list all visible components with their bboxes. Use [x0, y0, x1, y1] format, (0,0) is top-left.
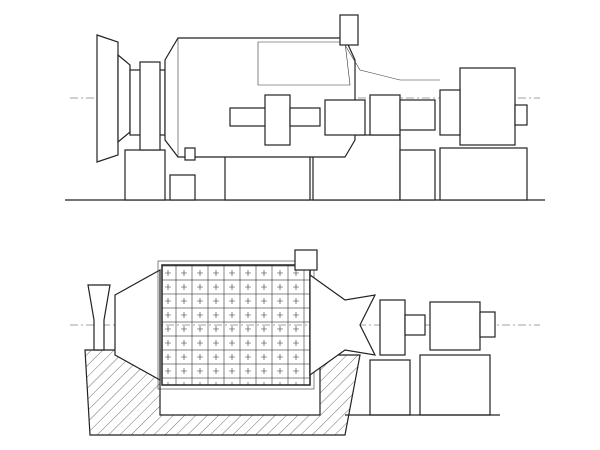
- drive-gear-disc: [96, 34, 166, 163]
- discharge-end: [294, 249, 377, 377]
- mill-shell: [164, 37, 356, 161]
- bottom-section-view: [70, 249, 540, 436]
- motor: [439, 67, 528, 146]
- pinion-shaft: [229, 94, 436, 146]
- feed-end: [87, 268, 161, 382]
- top-elevation-view: [65, 14, 545, 201]
- drive-unit: [369, 299, 496, 416]
- feed-chute: [339, 14, 440, 81]
- mill-drum: [157, 260, 315, 390]
